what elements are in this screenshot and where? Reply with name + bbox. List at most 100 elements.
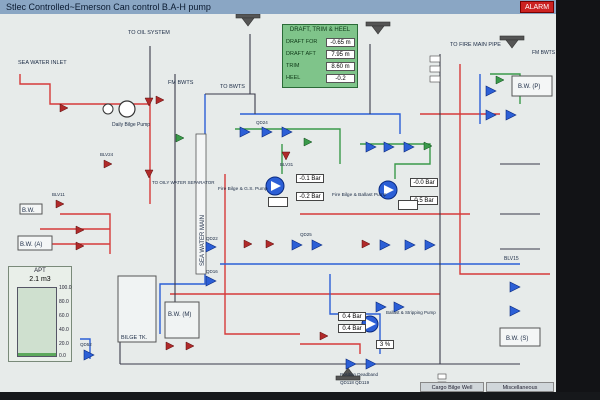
daily-bilge-pump[interactable] [102, 100, 136, 118]
label-strip-pump: Ballast & Stripping Pump [386, 310, 436, 315]
valve-qd52[interactable] [83, 349, 95, 361]
valve-right-c[interactable] [485, 109, 497, 121]
valve-blv31[interactable] [281, 151, 291, 161]
valve-strip-b[interactable] [393, 301, 405, 313]
label-sea-water-inlet: SEA WATER INLET [18, 60, 67, 66]
valve-qd16[interactable] [205, 275, 217, 287]
deadband-value[interactable]: 3 % [376, 340, 394, 349]
label-bw-left: B.W. [22, 208, 35, 214]
label-gs-pump: Fire Bilge & G.S. Pump [218, 186, 268, 192]
valve-right-low2[interactable] [509, 305, 521, 317]
draft-for-label: DRAFT FOR [286, 39, 318, 45]
apt-scale-40: 40.0 [59, 327, 69, 333]
valve-oil-sys[interactable] [144, 97, 154, 107]
valve-ballast-c[interactable] [403, 141, 415, 153]
valve-right-low[interactable] [509, 281, 521, 293]
tab-miscellaneous[interactable]: Miscellaneous [486, 382, 554, 392]
gs-discharge-pressure: -0.2 Bar [296, 192, 324, 201]
toggle-low-1[interactable] [437, 373, 447, 380]
window-titlebar: Stlec Controlled~Emerson Can control B.A… [0, 0, 556, 14]
trim-value: 8.60 m [326, 62, 355, 71]
label-blv31: BLV31 [280, 162, 294, 167]
pipe-sea-water-inlet [19, 74, 110, 105]
apt-scale-60: 60.0 [59, 313, 69, 319]
right-toggles[interactable] [429, 55, 447, 392]
valve-row-a[interactable] [291, 239, 303, 251]
strainer-bpv6-cone [371, 25, 385, 35]
bw-left-box [19, 203, 43, 215]
alarm-button[interactable]: ALARM [520, 1, 554, 13]
strainer-right [499, 35, 525, 41]
label-fm-bwts-top: FM BWTS [168, 80, 194, 86]
valve-bilge-tk[interactable] [165, 341, 175, 351]
valve-qd24-a[interactable] [239, 126, 251, 138]
strainer-right-cone [505, 39, 519, 49]
valve-ballast-a[interactable] [365, 141, 377, 153]
daily-bilge-motor [102, 103, 114, 115]
valve-deadband-b[interactable] [365, 358, 377, 370]
toggle-pe1[interactable] [429, 55, 441, 63]
label-bw-s: B.W. (S) [506, 336, 528, 342]
gs-pump-arrow [271, 181, 281, 191]
valve-right-b[interactable] [505, 109, 517, 121]
draft-aft-value: 7.95 m [326, 50, 355, 59]
valve-blv24[interactable] [103, 159, 113, 169]
valve-strip-red[interactable] [319, 331, 329, 341]
green-valves[interactable] [175, 75, 505, 151]
fire-bilge-ballast-pump[interactable] [378, 180, 398, 200]
bw-a-box [17, 235, 53, 251]
draft-row-heel: HEEL -0.2 [286, 74, 356, 84]
valve-row-e[interactable] [424, 239, 436, 251]
apt-level-bar [17, 287, 57, 357]
valve-right-a[interactable] [485, 85, 497, 97]
valve-green-ballast[interactable] [423, 141, 433, 151]
valve-blv11[interactable] [55, 199, 65, 209]
valve-green-gs[interactable] [303, 137, 313, 147]
strip-pressure-1: 0.4 Bar [338, 312, 366, 321]
apt-scale-20: 20.0 [59, 341, 69, 347]
green-pipes [235, 73, 521, 179]
pipe-gs-green [235, 128, 341, 164]
dark-pipes [119, 34, 540, 365]
valve-oily-sep[interactable] [144, 169, 154, 179]
toggle-pe3[interactable] [429, 75, 441, 83]
valve-mid-c[interactable] [361, 239, 371, 249]
red-valves[interactable] [55, 95, 371, 351]
daily-bilge-pump-body[interactable] [118, 100, 136, 118]
red-pipes [19, 64, 550, 354]
valve-strip-a[interactable] [375, 301, 387, 313]
fire-bilge-gs-pump[interactable] [265, 176, 285, 196]
apt-scale-0: 0.0 [59, 353, 66, 359]
valve-row-b[interactable] [311, 239, 323, 251]
valve-bm-103[interactable] [175, 133, 185, 143]
strip-pressure-2: 0.4 Bar [338, 324, 366, 333]
label-qd-pair: QD118 QD119 [340, 380, 370, 385]
valve-deadband-a[interactable] [345, 358, 357, 370]
label-bilge-tk: BILGE TK. [121, 335, 148, 341]
valve-ballast-b[interactable] [383, 141, 395, 153]
valve-bw-a-2[interactable] [75, 241, 85, 251]
ballast-pump-indicator [398, 200, 418, 210]
valve-fm-bwts[interactable] [155, 95, 165, 105]
gs-suction-pressure: -0.1 Bar [296, 174, 324, 183]
label-deadband: Position Deadband [340, 372, 379, 377]
valve-qd22[interactable] [205, 241, 217, 253]
valve-row-d[interactable] [404, 239, 416, 251]
label-qd16: QD16 [206, 269, 218, 274]
valve-qd24-c[interactable] [281, 126, 293, 138]
valve-bw-a-1[interactable] [75, 225, 85, 235]
valve-mid-a[interactable] [243, 239, 253, 249]
valve-green-right[interactable] [495, 75, 505, 85]
blue-valves[interactable] [83, 85, 521, 370]
ballast-pump-arrow [384, 185, 394, 195]
valve-mid-b[interactable] [265, 239, 275, 249]
valve-row-c[interactable] [379, 239, 391, 251]
toggle-pe2[interactable] [429, 65, 441, 73]
pipe-strip-red [300, 343, 361, 354]
valve-qd24-b[interactable] [261, 126, 273, 138]
strip-pump-arrow [366, 319, 376, 329]
valve-sw-inlet[interactable] [59, 103, 69, 113]
valve-bilge-tk-2[interactable] [185, 341, 195, 351]
tab-cargo-bilge-well[interactable]: Cargo Bilge Well [420, 382, 484, 392]
pipe-blue-upper [240, 74, 481, 134]
